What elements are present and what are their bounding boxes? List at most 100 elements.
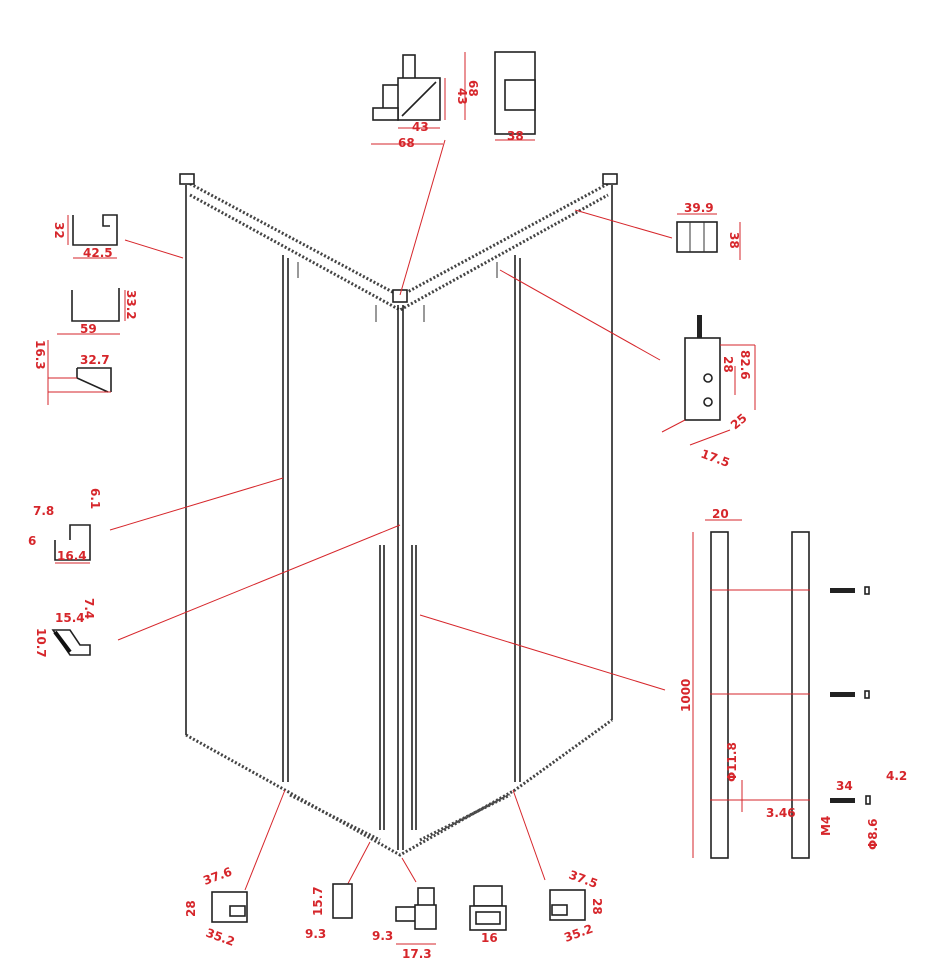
dim-label: 20 xyxy=(712,507,729,521)
handle-bar-front xyxy=(710,531,729,859)
dim-label: 68 xyxy=(466,80,480,97)
dim-label: 15.7 xyxy=(311,886,325,916)
dim-label: 15.4 xyxy=(55,611,85,625)
dim-label: 39.9 xyxy=(684,201,714,215)
guide-window xyxy=(475,911,501,925)
dim-label: 37.5 xyxy=(567,868,600,891)
dim-label: 1000 xyxy=(679,679,693,712)
floor-guide-detail: 9.3 17.3 xyxy=(372,887,437,961)
dim-label: 35.2 xyxy=(562,922,595,945)
screw-hole xyxy=(703,373,713,383)
right-guide-detail: 37.5 28 35.2 xyxy=(549,868,604,945)
dim-label: 34 xyxy=(836,779,853,793)
bottom-track-inner-2 xyxy=(419,793,511,842)
connector-tab xyxy=(372,107,399,121)
dim-label: 43 xyxy=(455,88,469,105)
guide-slot xyxy=(229,905,246,917)
dim-label: 25 xyxy=(728,411,750,432)
leader-lines xyxy=(109,139,673,894)
leader-line xyxy=(117,524,401,641)
dim-label: 3.46 xyxy=(766,806,796,820)
rail-end-left xyxy=(179,173,195,185)
top-rail xyxy=(182,178,616,298)
dim-label: 32 xyxy=(52,222,66,239)
dim-label: 16 xyxy=(481,931,498,945)
screw-cap xyxy=(864,586,870,595)
rail-end-right xyxy=(602,173,618,185)
dim-label: 68 xyxy=(398,136,415,150)
dim-label: 43 xyxy=(412,120,429,134)
left-guide-detail: 37.6 28 35.2 xyxy=(184,865,248,949)
seal-fill xyxy=(53,630,72,654)
profile-shape xyxy=(54,524,91,561)
dim-label: M4 xyxy=(819,816,833,836)
dim-label: 38 xyxy=(727,232,741,249)
leader-line xyxy=(419,614,666,691)
dim-label: 37.6 xyxy=(201,865,234,888)
handle-bar-side xyxy=(791,531,810,859)
guide-corner xyxy=(414,904,437,930)
leader-line xyxy=(399,139,446,296)
dim-label: Φ8.6 xyxy=(866,819,880,850)
connector-diagonal xyxy=(401,81,437,117)
magnet-profile-detail: 7.8 6.1 6 16.4 xyxy=(28,488,102,564)
dim-label: 6 xyxy=(28,534,36,548)
handle-detail: 20 1000 Φ11.8 3.46 34 4.2 M4 Φ8.6 xyxy=(679,507,907,859)
leader-line xyxy=(124,239,184,259)
seal-profile-detail: 16.3 32.7 xyxy=(33,340,112,405)
screw xyxy=(830,588,855,593)
roller-body xyxy=(684,337,721,421)
corner-joint xyxy=(392,289,408,303)
stopper-detail: 15.7 9.3 xyxy=(305,883,353,941)
dim-label: 7.8 xyxy=(33,504,54,518)
center-guide-detail: 16 xyxy=(469,885,507,945)
dim-label: 42.5 xyxy=(83,246,113,260)
dimension-lines xyxy=(692,519,810,858)
roller-bolt xyxy=(697,315,702,340)
connector-tab xyxy=(402,54,416,81)
stopper-body xyxy=(332,883,353,919)
post-profile-detail: 32 42.5 xyxy=(52,214,118,260)
dim-label: 82.6 xyxy=(738,350,752,380)
dim-label: 10.7 xyxy=(34,628,48,658)
profile-shape xyxy=(72,214,118,246)
dim-label: 28 xyxy=(721,356,735,373)
leader-line xyxy=(499,269,661,361)
dim-label: 38 xyxy=(507,129,524,143)
profile-shape xyxy=(76,367,112,393)
dim-label: 59 xyxy=(80,322,97,336)
guide-top xyxy=(473,885,503,907)
enclosure-frame xyxy=(179,173,618,857)
rail-profile-detail: 39.9 38 xyxy=(676,201,741,260)
leader-line xyxy=(109,477,284,531)
dim-label: Φ11.8 xyxy=(725,742,739,782)
bottom-track xyxy=(185,718,613,857)
dim-label: 16.3 xyxy=(33,340,47,370)
screw-cap xyxy=(865,795,871,805)
bumper-profile-detail: 15.4 7.4 10.7 xyxy=(34,598,96,658)
screw-hole xyxy=(703,397,713,407)
profile-shape xyxy=(71,288,120,322)
dim-label: 17.3 xyxy=(402,947,432,961)
profile-shape xyxy=(51,629,91,656)
dimension-lines xyxy=(371,52,535,145)
guide-arm xyxy=(395,906,417,922)
screw xyxy=(830,692,855,697)
dim-label: 16.4 xyxy=(57,549,87,563)
leader-line xyxy=(401,857,417,883)
roller-detail: 28 82.6 25 17.5 xyxy=(661,315,756,470)
top-rail-inner xyxy=(189,193,609,312)
rail-profile xyxy=(676,221,718,253)
leader-line xyxy=(244,789,286,891)
corner-connector-detail: 43 68 43 68 38 xyxy=(371,51,536,150)
dim-label: 7.4 xyxy=(82,598,96,619)
dim-label: 33.2 xyxy=(124,290,138,320)
dim-label: 32.7 xyxy=(80,353,110,367)
dim-label: 28 xyxy=(184,900,198,917)
guide-slot xyxy=(551,904,568,916)
connector-profile xyxy=(504,79,536,111)
dimension-lines xyxy=(661,344,756,446)
leader-line xyxy=(512,789,546,881)
